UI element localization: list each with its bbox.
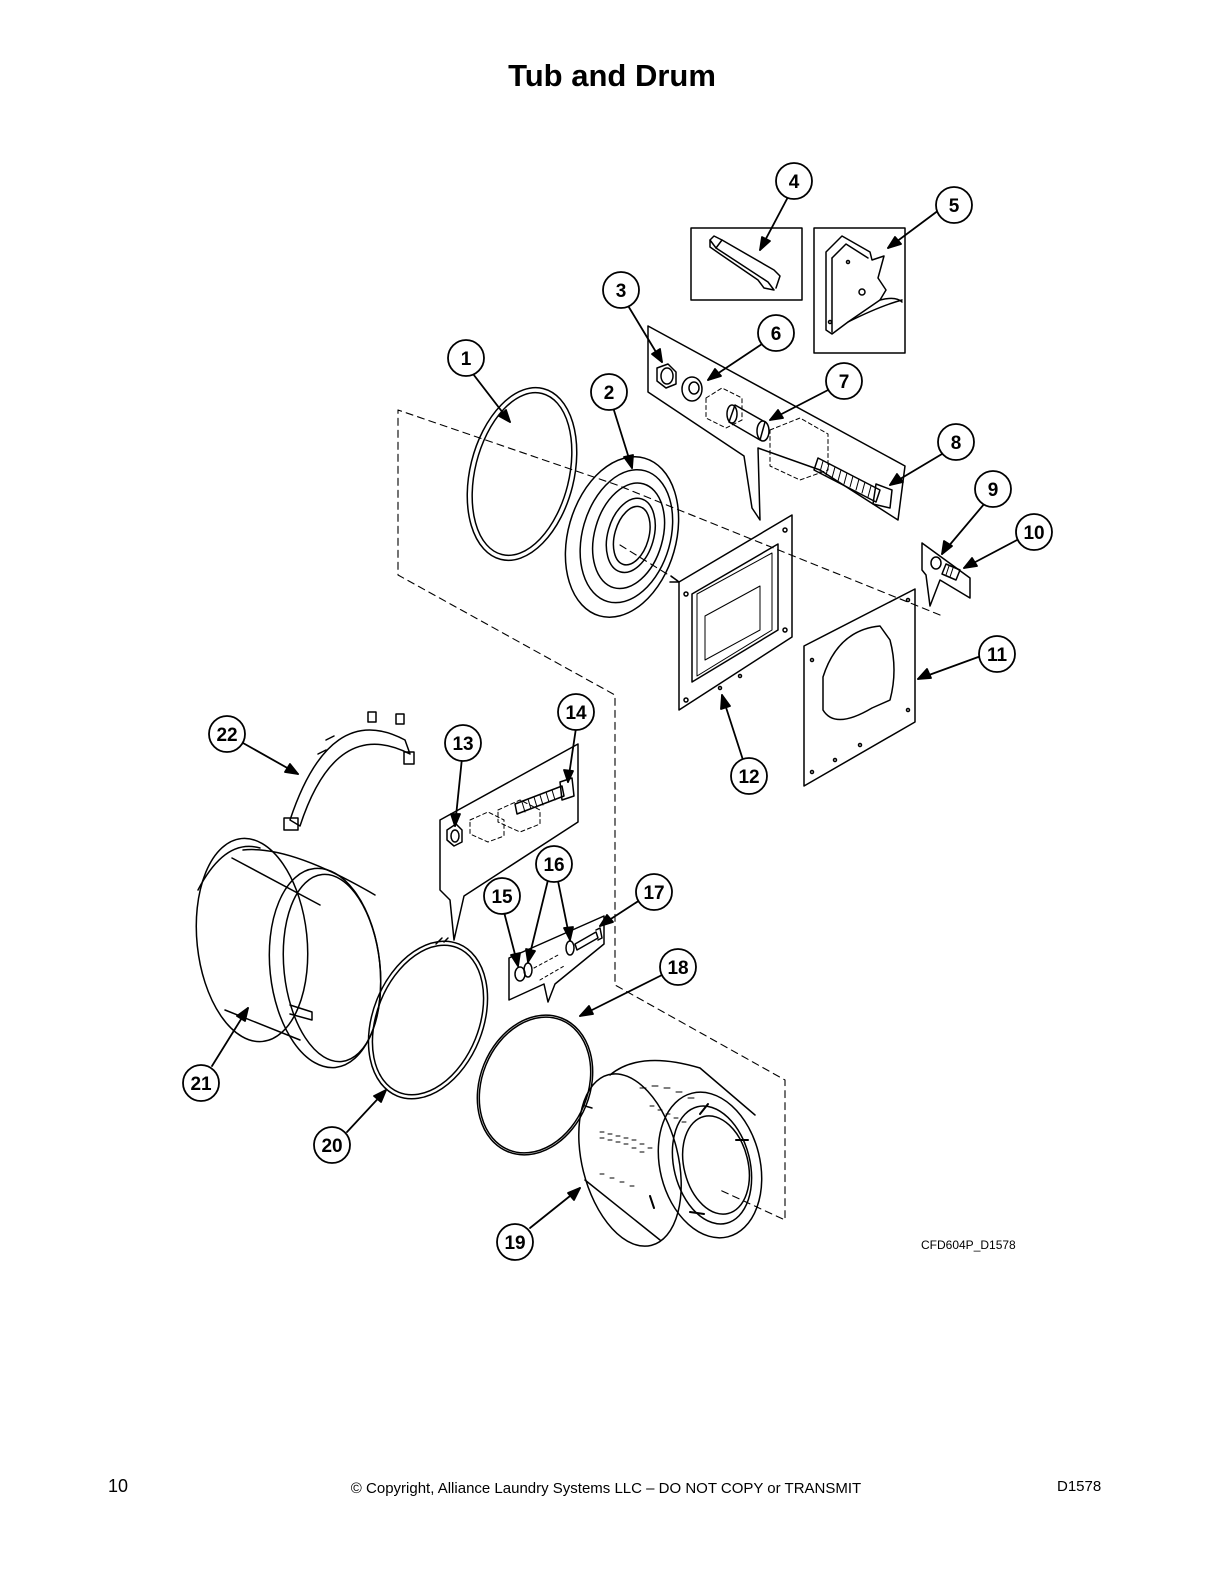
part-9-washer [930,556,942,570]
callout-10: 10 [1015,513,1053,551]
leader-9 [941,502,986,555]
callout-12-label: 12 [738,767,759,788]
callout-10-label: 10 [1023,523,1044,544]
callout-1-label: 1 [461,349,472,370]
part-4-detail-box [690,227,803,301]
leader-7 [769,388,831,421]
part-17-screw [574,927,603,951]
copyright-notice: © Copyright, Alliance Laundry Systems LL… [350,1480,862,1497]
leader-22 [242,742,299,775]
callout-18-label: 18 [667,958,688,979]
callout-9-label: 9 [988,480,999,501]
part-6-washer [681,376,703,402]
callout-11-label: 11 [987,645,1008,666]
callout-8-label: 8 [951,433,962,454]
part-22-bracket [283,711,415,831]
callout-22-label: 22 [216,725,237,746]
part-13-nut [446,823,463,847]
leader-3 [626,303,663,363]
leader-lines [211,196,1018,1229]
part-19-drum [578,1059,763,1247]
callout-7-label: 7 [839,372,850,393]
part-20-clamp [367,937,489,1100]
callout-18: 18 [659,948,697,986]
callout-19-label: 19 [504,1233,525,1254]
callout-5: 5 [935,186,973,224]
callout-8: 8 [937,423,975,461]
leader-13 [450,757,463,827]
leader-8 [889,453,943,486]
leader-21 [211,1007,249,1067]
leader-5 [887,209,940,249]
part-7-sleeve [726,404,770,442]
part-10-screw [941,563,961,581]
page-number: 10 [108,1476,129,1496]
callout-20: 20 [313,1126,351,1164]
callout-1: 1 [447,339,485,377]
leader-16a [525,879,549,963]
callout-3: 3 [602,271,640,309]
callout-22: 22 [208,715,246,753]
leader-4 [759,196,789,251]
callout-6: 6 [757,314,795,352]
callout-4-label: 4 [789,172,800,193]
bolt-detail-9-10 [921,542,971,607]
callout-21-label: 21 [190,1074,212,1095]
callout-12: 12 [730,757,768,795]
callout-6-label: 6 [771,324,782,345]
part-8-bolt [813,457,893,509]
callout-2-label: 2 [604,383,615,404]
leader-16b [557,880,574,941]
callout-14-label: 14 [565,703,587,724]
callout-11: 11 [978,635,1016,673]
leader-17 [599,899,641,927]
callout-13-label: 13 [452,734,473,755]
leader-12 [720,694,744,761]
drum-perforations [599,1085,695,1187]
clamp-screw-detail-panel [508,915,605,1003]
leader-1 [469,369,511,423]
leader-2 [611,403,634,469]
callout-19: 19 [496,1223,534,1261]
part-14-bolt [514,777,575,815]
drawing-id: CFD604P_D1578 [921,1238,1016,1252]
callout-14: 14 [557,693,595,731]
leader-6 [707,343,763,381]
leader-20 [346,1089,387,1133]
bearing-detail-panel [647,325,906,521]
leader-19 [529,1187,581,1229]
callout-2: 2 [590,373,628,411]
callout-7: 7 [825,362,863,400]
callout-17-label: 17 [643,883,664,904]
callout-5-label: 5 [949,196,960,217]
callout-4: 4 [775,162,813,200]
page-title: Tub and Drum [508,58,716,93]
leader-18 [579,974,663,1017]
leader-10 [963,539,1018,569]
callout-3-label: 3 [616,281,627,302]
part-12-frame [669,514,793,711]
part-5-detail-box [813,227,906,354]
part-21-tub-shell [195,837,382,1069]
callout-20-label: 20 [321,1136,342,1157]
leader-15 [503,911,521,967]
leader-11 [917,655,982,680]
callout-15-label: 15 [491,887,513,908]
callout-16-label: 16 [543,855,564,876]
part-3-nut [656,363,677,389]
callout-16: 16 [535,845,573,883]
part-2-rear-plate [564,456,680,618]
callout-21: 21 [182,1064,220,1102]
part-11-plate [803,588,916,787]
callout-15: 15 [483,877,521,915]
part-1-gasket [466,386,578,562]
callout-17: 17 [635,873,673,911]
document-code: D1578 [1057,1478,1102,1495]
part-16-washers [523,940,575,978]
assembly-guide-lines [397,409,941,1221]
callout-13: 13 [444,724,482,762]
callout-9: 9 [974,470,1012,508]
leader-14 [563,727,577,783]
